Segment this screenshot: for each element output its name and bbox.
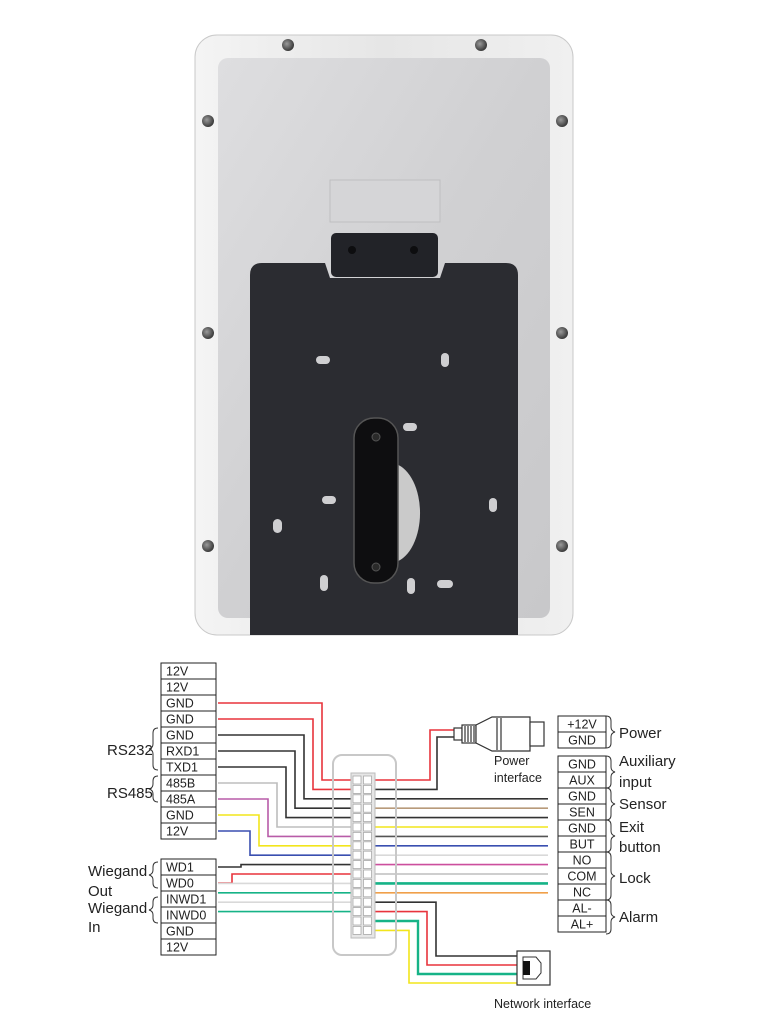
right-terminal-label: +12V: [567, 718, 597, 732]
right-terminal-cell: [557, 731, 607, 749]
right-terminal-label: GND: [568, 734, 596, 748]
label-wiegand-in-2: In: [88, 919, 101, 936]
label-auxiliary: Auxiliary: [619, 753, 676, 770]
label-lock: Lock: [619, 870, 651, 887]
left-group-labels: RS232 RS485 Wiegand Out Wiegand In: [88, 742, 153, 936]
connector-pins: [350, 772, 376, 939]
right-terminal-label: AUX: [569, 774, 595, 788]
right-terminal-label: GND: [568, 758, 596, 772]
device-rear-view: [194, 34, 574, 636]
left-braces: [148, 727, 159, 924]
right-terminal-label: AL-: [572, 902, 591, 916]
mounting-holes: [273, 353, 497, 594]
left-terminal-label: 485B: [166, 777, 195, 791]
label-button: button: [619, 839, 661, 856]
right-terminal-label: SEN: [569, 806, 595, 820]
connector-housing: [332, 754, 397, 956]
left-wires: [218, 702, 355, 913]
right-group-labels: Power Auxiliary input Sensor Exit button…: [619, 725, 676, 926]
caption-network-interface: Network interface: [494, 997, 591, 1011]
left-terminal-label: GND: [166, 925, 194, 939]
right-terminal-label: GND: [568, 790, 596, 804]
mounting-bracket: [353, 417, 399, 584]
network-wires: [372, 901, 517, 984]
right-terminal-label: AL+: [571, 918, 594, 932]
label-wiegand-out-2: Out: [88, 883, 113, 900]
label-alarm: Alarm: [619, 909, 658, 926]
label-wiegand-out-1: Wiegand: [88, 863, 147, 880]
label-rs485: RS485: [107, 785, 153, 802]
screw-icons: [202, 39, 568, 552]
right-terminal-label: BUT: [570, 838, 595, 852]
right-terminal-label: COM: [567, 870, 596, 884]
left-terminal-label: INWD1: [166, 893, 206, 907]
right-terminal-label: GND: [568, 822, 596, 836]
network-jack-icon: [516, 950, 551, 986]
right-braces: [605, 715, 616, 935]
left-terminal-label: RXD1: [166, 745, 199, 759]
left-terminal-label: GND: [166, 697, 194, 711]
caption-power-interface-1: Power: [494, 754, 529, 768]
left-terminal-label: 12V: [166, 941, 189, 955]
left-terminal-label: 12V: [166, 681, 189, 695]
label-exit: Exit: [619, 819, 645, 836]
label-wiegand-in-1: Wiegand: [88, 900, 147, 917]
right-terminal-cell: [557, 915, 607, 933]
left-terminal-label: 485A: [166, 793, 196, 807]
left-terminal-cell: [160, 938, 217, 956]
label-sensor: Sensor: [619, 796, 667, 813]
plate-tab: [331, 233, 438, 277]
label-input: input: [619, 774, 652, 791]
left-terminal-label: GND: [166, 713, 194, 727]
right-wires: [372, 729, 548, 894]
left-terminal-label: 12V: [166, 825, 189, 839]
label-recess: [329, 179, 441, 223]
right-terminal-label: NC: [573, 886, 591, 900]
left-terminal-label: TXD1: [166, 761, 198, 775]
label-rs232: RS232: [107, 742, 153, 759]
power-plug-icon: [453, 716, 545, 752]
left-terminal-label: WD1: [166, 861, 194, 875]
left-terminal-label: INWD0: [166, 909, 206, 923]
mounting-knob: [396, 464, 421, 562]
label-power: Power: [619, 725, 662, 742]
right-terminal-label: NO: [573, 854, 592, 868]
caption-power-interface-2: interface: [494, 771, 542, 785]
left-terminal-label: GND: [166, 809, 194, 823]
left-terminal-cell: [160, 822, 217, 840]
right-terminal-block: +12V GND GND AUX GND SEN GND BUT NO COM NC AL- AL+: [557, 715, 607, 933]
left-terminal-label: WD0: [166, 877, 194, 891]
left-terminal-label: 12V: [166, 665, 189, 679]
left-terminal-label: GND: [166, 729, 194, 743]
